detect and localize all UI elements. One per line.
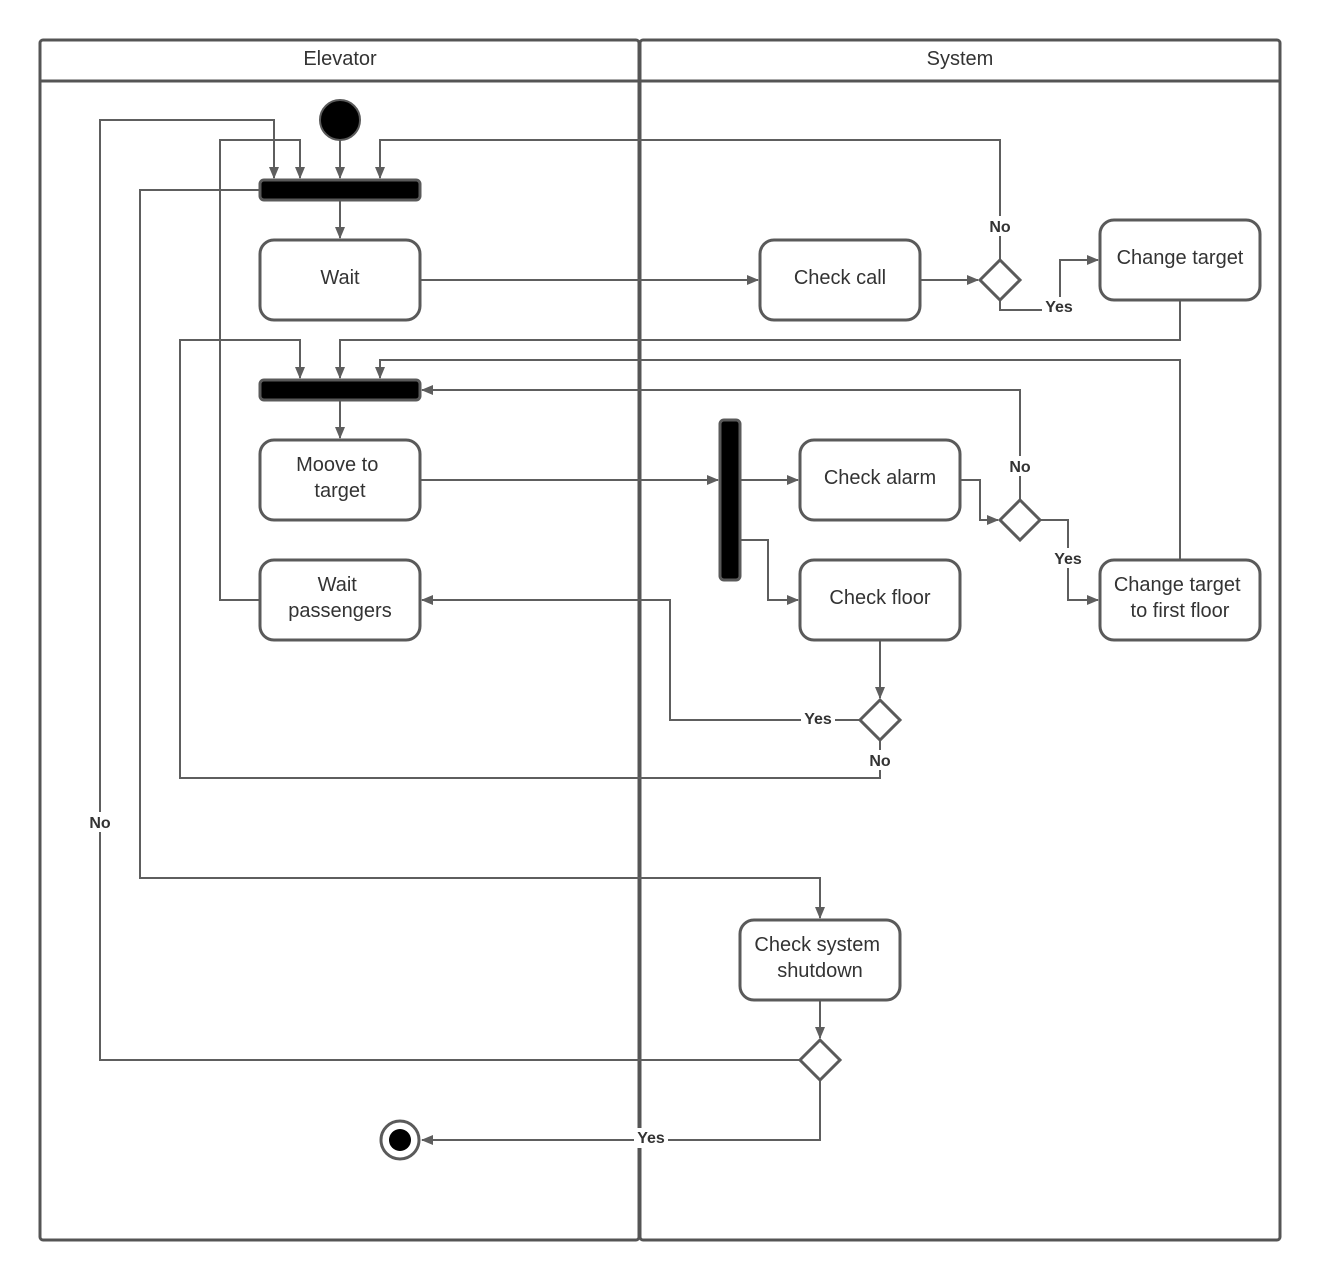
- action-change-target-label: Change target: [1117, 247, 1244, 269]
- action-check-system-shutdown-line1: Check system: [754, 934, 880, 956]
- guard-alarm-no: No: [1009, 459, 1031, 476]
- flow-first-floor-to-join: [375, 359, 1181, 560]
- action-wait-passengers-line2: passengers: [288, 600, 391, 622]
- flow-wait-passengers-loop: [219, 139, 305, 601]
- guard-call-yes: Yes: [1045, 299, 1073, 316]
- flow-floor-no-loop: [179, 339, 881, 779]
- flow-fork-to-shutdown: [139, 189, 825, 919]
- flow-check-alarm-to-decision: [960, 479, 999, 525]
- action-check-call: Check call: [758, 238, 922, 322]
- control-flows: [99, 119, 1181, 1145]
- action-wait-passengers-line1: Wait: [318, 574, 358, 596]
- fork-bar-top: [258, 178, 422, 202]
- action-change-target: Change target: [1098, 218, 1262, 302]
- action-change-target-first-floor-line1: Change target: [1114, 574, 1241, 596]
- lane-system-title: System: [927, 48, 994, 70]
- flow-floor-yes-wait-passengers: [421, 595, 860, 721]
- decision-shutdown: [797, 1037, 843, 1083]
- action-change-target-first-floor: Change target to first floor: [1098, 558, 1262, 642]
- flow-change-target-to-join: [335, 300, 1181, 379]
- initial-node: [319, 99, 361, 141]
- svg-text:Check alarm: Check alarm: [824, 467, 936, 489]
- action-check-system-shutdown-line2: shutdown: [777, 960, 863, 982]
- svg-text:Moove to target: Moove to target: [296, 454, 384, 502]
- action-check-system-shutdown: Check system shutdown: [738, 918, 902, 1002]
- guard-alarm-yes: Yes: [1054, 551, 1082, 568]
- guard-floor-no: No: [869, 753, 891, 770]
- decision-call: [977, 257, 1023, 303]
- svg-text:Check call: Check call: [794, 267, 886, 289]
- guard-shutdown-no: No: [89, 815, 111, 832]
- action-wait-passengers: Wait passengers: [258, 558, 422, 642]
- svg-text:Check floor: Check floor: [829, 587, 930, 609]
- action-moove-to-target-line1: Moove to: [296, 454, 378, 476]
- join-bar-middle: [258, 378, 422, 402]
- action-check-alarm: Check alarm: [798, 438, 962, 522]
- action-check-call-label: Check call: [794, 267, 886, 289]
- flow-call-no-loop: [375, 139, 1001, 260]
- guard-labels: No Yes No Yes Yes No No Yes: [86, 216, 1085, 1148]
- action-check-floor-label: Check floor: [829, 587, 930, 609]
- flow-fork-to-check-floor: [740, 539, 799, 605]
- svg-text:Wait passengers: Wait passengers: [288, 574, 391, 622]
- svg-text:Change target: Change target: [1117, 247, 1244, 269]
- action-change-target-first-floor-line2: to first floor: [1131, 600, 1230, 622]
- action-check-alarm-label: Check alarm: [824, 467, 936, 489]
- lane-elevator-title: Elevator: [303, 48, 377, 70]
- decision-floor: [857, 697, 903, 743]
- flow-shutdown-no-loop: [99, 119, 800, 1061]
- final-node: [379, 1119, 421, 1161]
- action-moove-to-target: Moove to target: [258, 438, 422, 522]
- svg-text:Change target to first f: Change target to first floor: [1114, 574, 1246, 622]
- lane-system: System: [638, 38, 1282, 1242]
- action-check-floor: Check floor: [798, 558, 962, 642]
- fork-bar-system: [718, 418, 742, 582]
- flow-shutdown-yes-end: [421, 1080, 821, 1145]
- decision-alarm: [997, 497, 1043, 543]
- guard-floor-yes: Yes: [804, 711, 832, 728]
- guard-call-no: No: [989, 219, 1011, 236]
- guard-shutdown-yes: Yes: [637, 1130, 665, 1147]
- svg-text:Wait: Wait: [320, 267, 360, 289]
- action-wait: Wait: [258, 238, 422, 322]
- action-moove-to-target-line2: target: [314, 480, 366, 502]
- svg-text:Check system shutdown: Check system shutdown: [754, 934, 885, 982]
- action-wait-label: Wait: [320, 267, 360, 289]
